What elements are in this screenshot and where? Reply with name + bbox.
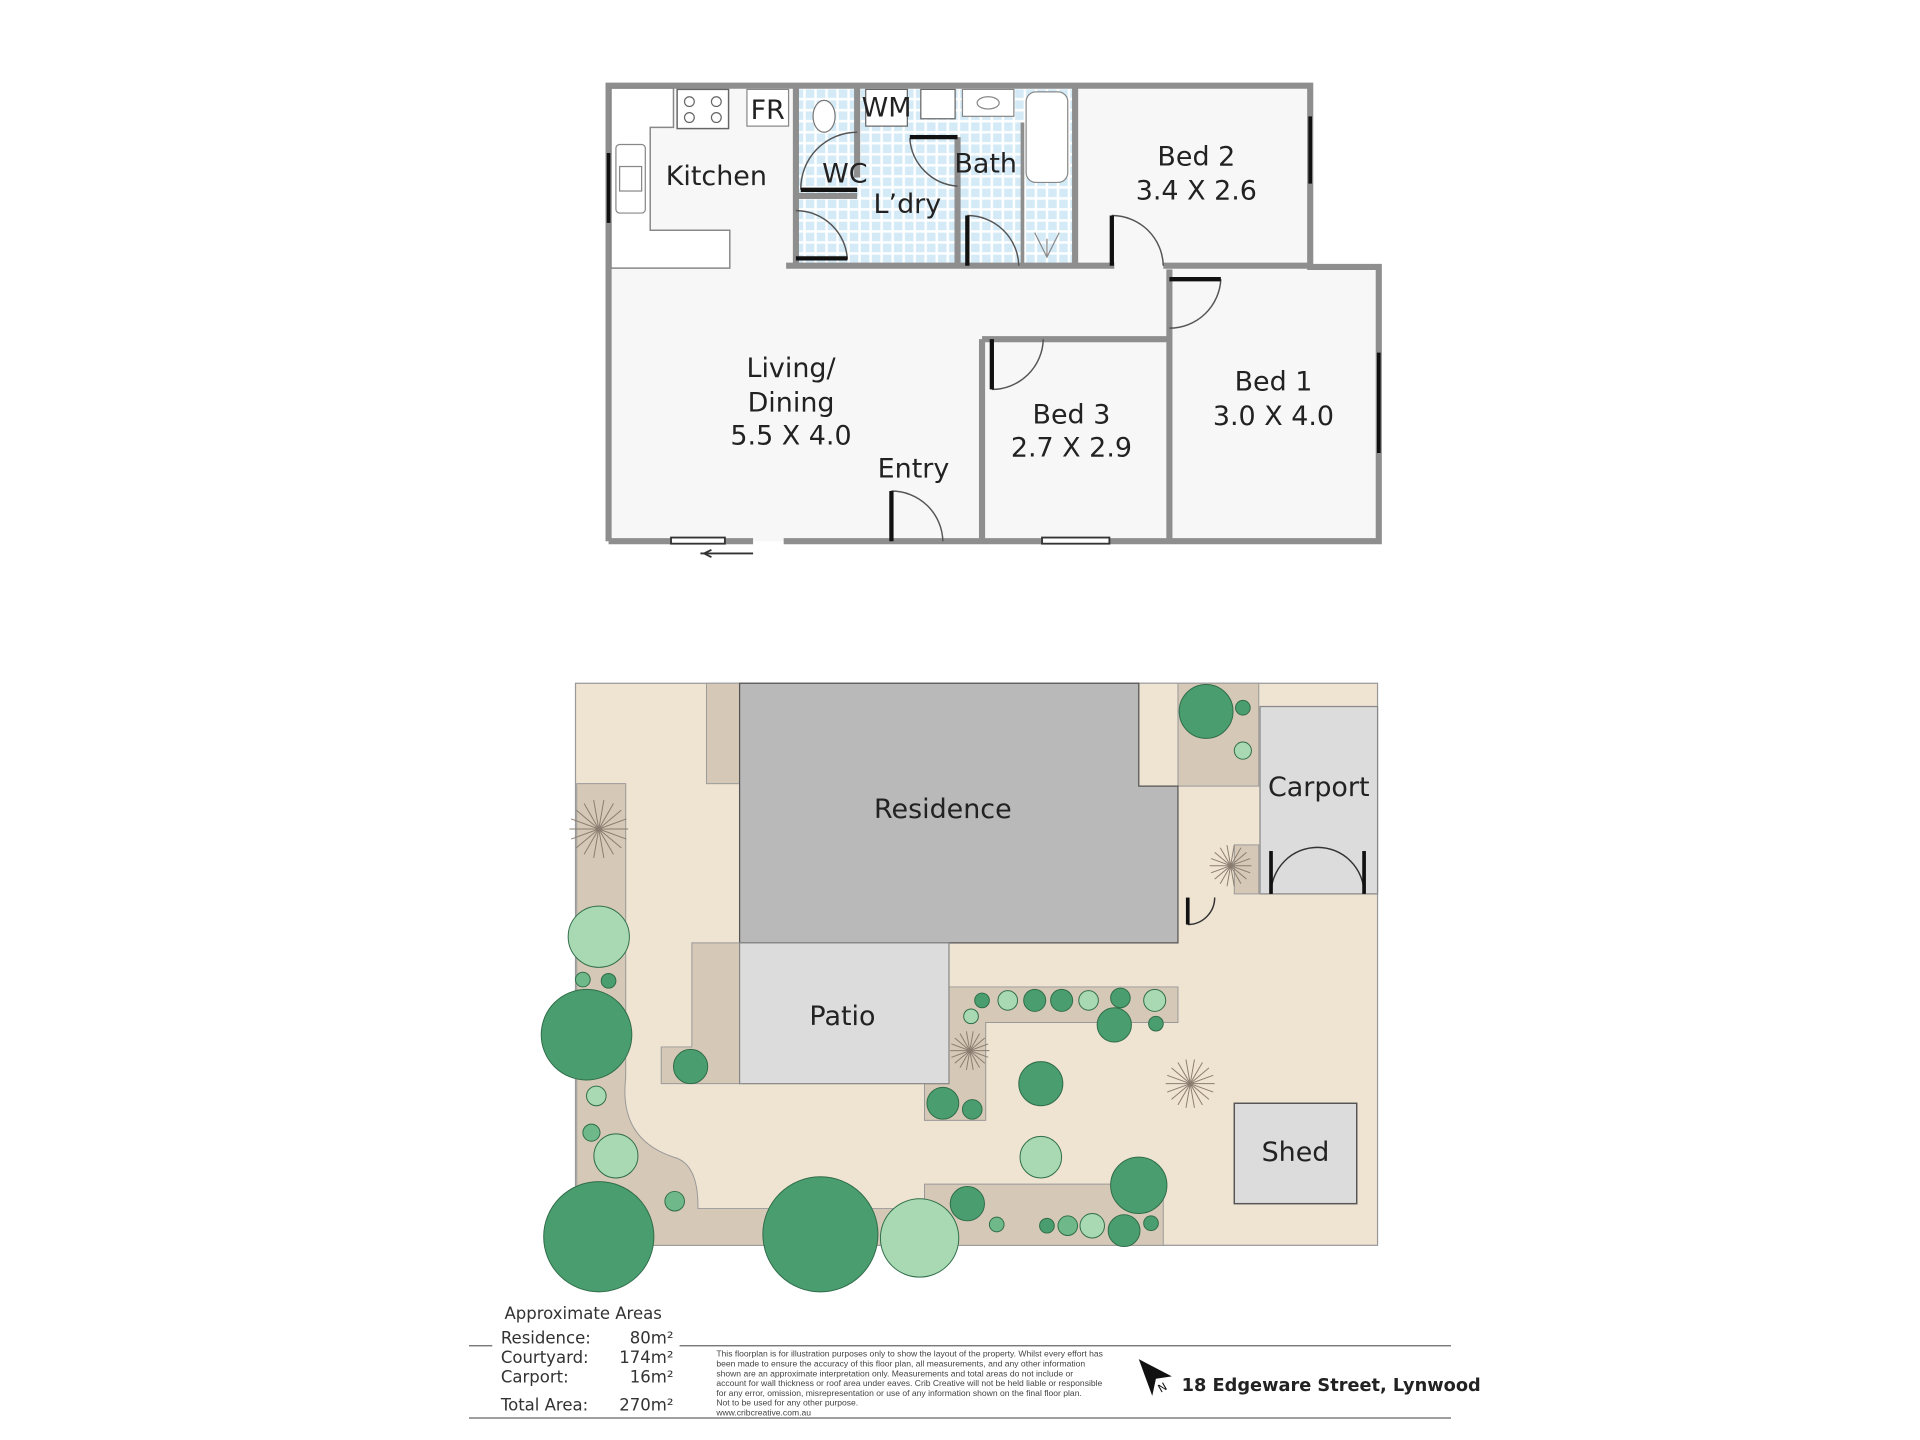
disclaimer-line: for any error, omission, misrepresentati… xyxy=(716,1388,1082,1398)
tree-icon xyxy=(567,905,630,968)
washing-machine-box xyxy=(865,88,908,127)
disclaimer-line: shown are an approximate interpretation … xyxy=(716,1368,1073,1378)
footer: Approximate Areas Residence: 80m² Courty… xyxy=(468,1304,1481,1419)
room-size-bed1: 3.0 X 4.0 xyxy=(1213,401,1334,432)
shrub-icon xyxy=(569,799,629,859)
washing-machine-label: WM xyxy=(862,92,912,123)
tree-icon xyxy=(961,1099,983,1120)
disclaimer-line: www.cribcreative.com.au xyxy=(715,1408,811,1418)
shrub-icon xyxy=(950,1031,990,1070)
tree-icon xyxy=(1039,1217,1055,1234)
tree-icon xyxy=(974,992,990,1009)
tree-icon xyxy=(1107,1214,1141,1248)
trough-icon xyxy=(920,88,956,120)
tree-icon xyxy=(1078,990,1099,1011)
area-label-residence: Residence: xyxy=(501,1328,591,1347)
tree-icon xyxy=(1235,699,1251,716)
area-value-total: 270m² xyxy=(619,1396,673,1415)
tree-icon xyxy=(1233,741,1252,760)
shed-label: Shed xyxy=(1262,1137,1330,1168)
site-plan: Residence Carport Patio Shed xyxy=(540,682,1379,1293)
shed-building xyxy=(1233,1102,1358,1205)
room-label-laundry: L’dry xyxy=(874,189,942,220)
tree-icon xyxy=(1057,1215,1079,1237)
fridge-box xyxy=(746,88,790,127)
tree-icon xyxy=(963,1008,979,1025)
tree-icon xyxy=(540,988,633,1081)
room-label-dining: Dining xyxy=(748,387,835,418)
tree-icon xyxy=(1050,988,1074,1012)
tree-icon xyxy=(1148,1015,1164,1032)
residence-label: Residence xyxy=(874,794,1012,825)
tree-icon xyxy=(586,1085,607,1107)
tree-icon xyxy=(1143,1215,1159,1232)
tree-icon xyxy=(762,1176,879,1293)
cooktop-icon xyxy=(676,88,730,130)
tree-icon xyxy=(593,1133,639,1179)
area-value-courtyard: 174m² xyxy=(619,1348,673,1367)
room-label-bed3: Bed 3 xyxy=(1033,400,1111,431)
tree-icon xyxy=(1096,1007,1132,1043)
tree-icon xyxy=(926,1086,960,1120)
room-label-bath: Bath xyxy=(954,149,1017,180)
patio-label: Patio xyxy=(809,1001,875,1032)
room-label-bed2: Bed 2 xyxy=(1157,141,1235,172)
area-label-courtyard: Courtyard: xyxy=(501,1348,589,1367)
north-arrow-icon: N xyxy=(1138,1359,1172,1396)
tree-icon xyxy=(1110,987,1131,1009)
room-label-living: Living/ xyxy=(746,353,836,384)
room-label-entry: Entry xyxy=(878,454,950,485)
basin-icon xyxy=(961,88,1015,117)
areas-title: Approximate Areas xyxy=(504,1304,661,1323)
toilet-icon xyxy=(812,99,836,133)
room-label-kitchen: Kitchen xyxy=(666,161,767,192)
tree-icon xyxy=(1143,988,1167,1012)
shrub-icon xyxy=(1165,1059,1215,1108)
tree-icon xyxy=(1079,1212,1105,1239)
area-label-total: Total Area: xyxy=(500,1396,588,1415)
property-address: 18 Edgeware Street, Lynwood xyxy=(1182,1376,1481,1396)
floor-plan: Kitchen FR WC WM L’dry Bath Bed 2 3.4 X … xyxy=(605,82,1382,558)
tree-icon xyxy=(1023,988,1047,1012)
tree-icon xyxy=(949,1186,985,1222)
tree-icon xyxy=(1018,1061,1064,1107)
trees-group xyxy=(540,684,1252,1293)
room-size-bed3: 2.7 X 2.9 xyxy=(1011,433,1132,464)
tree-icon xyxy=(988,1216,1005,1233)
tree-icon xyxy=(1110,1156,1168,1214)
kitchen-bench xyxy=(610,87,731,269)
tree-icon xyxy=(1178,684,1234,739)
room-size-living: 5.5 X 4.0 xyxy=(730,420,851,451)
area-value-carport: 16m² xyxy=(630,1367,674,1386)
tree-icon xyxy=(997,990,1019,1011)
tree-icon xyxy=(664,1190,685,1212)
disclaimer-line: Not to be used for any other purpose. xyxy=(716,1398,858,1408)
tree-icon xyxy=(582,1123,601,1142)
room-size-bed2: 3.4 X 2.6 xyxy=(1136,176,1257,207)
fridge-label: FR xyxy=(751,95,785,126)
tree-icon xyxy=(600,972,617,989)
tree-icon xyxy=(879,1198,960,1278)
area-label-carport: Carport: xyxy=(501,1367,569,1386)
bathtub-icon xyxy=(1025,91,1069,184)
room-label-wc: WC xyxy=(822,158,867,189)
tree-icon xyxy=(575,971,591,988)
disclaimer-text: This floorplan is for illustration purpo… xyxy=(715,1349,1103,1418)
tree-icon xyxy=(672,1048,709,1085)
disclaimer-line: account for wall thickness or roof area … xyxy=(716,1378,1102,1388)
tree-icon xyxy=(543,1181,655,1293)
sink-icon xyxy=(615,143,646,214)
disclaimer-line: This floorplan is for illustration purpo… xyxy=(716,1349,1103,1359)
carport-area xyxy=(1259,705,1379,895)
door-swings xyxy=(795,131,1222,542)
room-label-bed1: Bed 1 xyxy=(1235,367,1313,398)
shower-icon xyxy=(1034,232,1060,259)
tree-icon xyxy=(1019,1135,1063,1179)
patio-area xyxy=(738,942,950,1085)
shrub-icon xyxy=(1209,845,1252,887)
carport-label: Carport xyxy=(1268,772,1370,803)
area-value-residence: 80m² xyxy=(630,1328,674,1347)
disclaimer-line: been made to ensure the accuracy of this… xyxy=(716,1359,1085,1369)
north-label: N xyxy=(1156,1380,1170,1395)
